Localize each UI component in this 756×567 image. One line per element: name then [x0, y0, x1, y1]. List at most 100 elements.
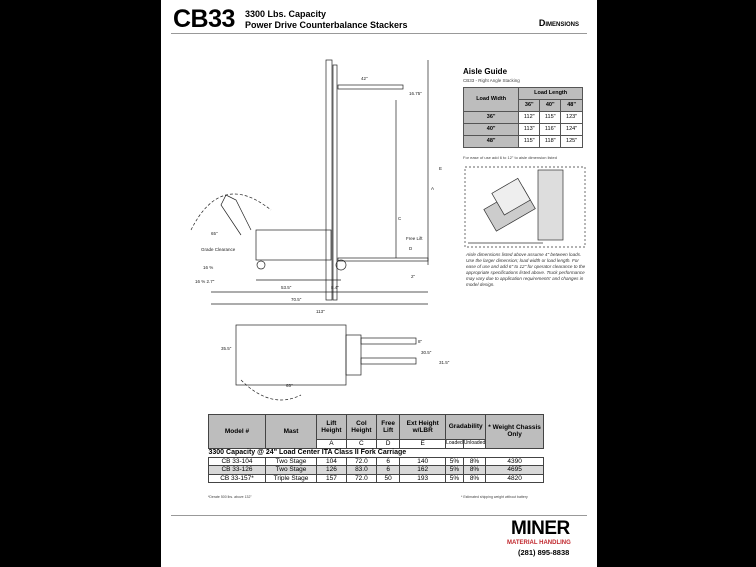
- dim-width2: 30.5": [421, 350, 432, 355]
- dim-width3: 31.5": [439, 360, 450, 365]
- dim-load-offset: 8.4": [331, 285, 339, 290]
- cell: 72.0: [345, 473, 377, 483]
- aisle-guide-title: Aisle Guide: [463, 67, 508, 76]
- cell: 5%: [445, 473, 464, 483]
- cell: 125": [560, 135, 583, 148]
- dim-top: 16.75": [409, 91, 422, 96]
- col-ext-height: Ext Height w/LBR: [399, 414, 447, 440]
- cell: 116": [539, 123, 562, 136]
- cell: 157: [316, 473, 347, 483]
- cell: 113": [518, 123, 541, 136]
- cell: 4820: [485, 473, 544, 483]
- dim-angle: 65": [211, 231, 218, 236]
- header-divider: [171, 33, 587, 34]
- cell: CB 33-157*: [208, 473, 266, 483]
- col-col-height: Col Height: [345, 414, 377, 440]
- width-cell: 36": [462, 111, 520, 124]
- dim-length-face: 70.5": [291, 297, 302, 302]
- cell: 112": [518, 111, 541, 124]
- table-row: 48"115"118"125": [462, 135, 583, 148]
- cell: 8%: [462, 473, 487, 483]
- length-col: 36": [518, 99, 541, 112]
- cell: 8%: [462, 465, 487, 475]
- corner-header: Load Width: [462, 87, 520, 112]
- spec-table: Model # Mast Lift Height Col Height Free…: [208, 414, 544, 483]
- cell: 162: [399, 465, 447, 475]
- cell: Triple Stage: [265, 473, 317, 483]
- loaded: Loaded: [445, 439, 464, 449]
- width-cell: 40": [462, 123, 520, 136]
- cell: 5%: [445, 456, 464, 466]
- cell: 8%: [462, 456, 487, 466]
- model-title: CB33: [173, 5, 235, 33]
- dim-width1: 35.5": [221, 346, 232, 351]
- cell: CB 33-126: [208, 465, 266, 475]
- dim-E: E: [439, 166, 442, 171]
- length-col: 48": [560, 99, 583, 112]
- cell: 6: [375, 456, 401, 466]
- dim-C: C: [398, 216, 402, 221]
- footnote-weight: * Estimated shipping weight without batt…: [461, 495, 528, 499]
- cell: 118": [539, 135, 562, 148]
- dim-fork-thick: 2": [411, 274, 416, 279]
- section-title: Dimensions: [538, 18, 579, 28]
- footer-divider: [171, 515, 587, 516]
- table-row: 40"113"116"124": [462, 123, 583, 136]
- aisle-guide-subtitle: CB33 - Right Angle Stacking: [463, 78, 520, 83]
- cell: 104: [316, 456, 347, 466]
- cell: 115": [518, 135, 541, 148]
- letter: D: [375, 439, 401, 449]
- cell: 5%: [445, 465, 464, 475]
- col-gradability: Gradability: [445, 414, 487, 440]
- dim-grade-pct: 16 %: [203, 265, 213, 270]
- length-header: Load Length: [518, 87, 583, 100]
- width-cell: 48": [462, 135, 520, 148]
- aisle-diagram: [464, 166, 586, 248]
- col-lift: Lift Height: [316, 414, 347, 440]
- cell: 193: [399, 473, 447, 483]
- cell: Two Stage: [265, 456, 317, 466]
- cell: 50: [375, 473, 401, 483]
- cell: Two Stage: [265, 465, 317, 475]
- miner-logo: MINER: [511, 518, 570, 539]
- phone-number: (281) 895-8838: [518, 548, 570, 557]
- table-caption: 3300 Capacity @ 24" Load Center ITA Clas…: [208, 448, 407, 456]
- dim-overall-length: 113": [316, 309, 325, 314]
- logo-subtitle: MATERIAL HANDLING: [507, 540, 571, 546]
- col-weight: * Weight Chassis Only: [485, 414, 544, 449]
- letter: C: [345, 439, 377, 449]
- dim-A: A: [431, 186, 434, 191]
- dim-fork-length: 42": [361, 76, 368, 81]
- col-free-lift: Free Lift: [375, 414, 401, 440]
- length-col: 40": [539, 99, 562, 112]
- cell: 140: [399, 456, 447, 466]
- footnote-derate: *Derate 500 lbs. above 132": [208, 495, 252, 499]
- dim-grade-clearance: Grade Clearance: [201, 247, 236, 252]
- dim-wheelbase: 53.5": [281, 285, 292, 290]
- cell: 83.0: [345, 465, 377, 475]
- cell: 72.0: [345, 456, 377, 466]
- cell: CB 33-104: [208, 456, 266, 466]
- capacity-label: 3300 Lbs. Capacity: [245, 9, 327, 19]
- unloaded: Unloaded: [462, 439, 487, 449]
- truck-drawing: 42" 16.75" 65" Grade Clearance 16 % 16 %…: [190, 59, 450, 401]
- cell: 126: [316, 465, 347, 475]
- spec-sheet: CB33 3300 Lbs. Capacity Power Drive Coun…: [161, 0, 597, 567]
- dim-turn-radius: 65": [286, 383, 293, 388]
- dim-D: D: [409, 246, 413, 251]
- dim-fork-spread: 8": [418, 339, 423, 344]
- aisle-paragraph: Aisle dimensions listed above assume 4" …: [466, 252, 586, 287]
- col-mast: Mast: [265, 414, 317, 449]
- letter: A: [316, 439, 347, 449]
- cell: 6: [375, 465, 401, 475]
- cell: 4695: [485, 465, 544, 475]
- cell: 123": [560, 111, 583, 124]
- aisle-note: For ease of use add 6 to 12" to aisle di…: [463, 155, 557, 160]
- cell: 4390: [485, 456, 544, 466]
- col-model: Model #: [208, 414, 266, 449]
- product-label: Power Drive Counterbalance Stackers: [245, 20, 408, 30]
